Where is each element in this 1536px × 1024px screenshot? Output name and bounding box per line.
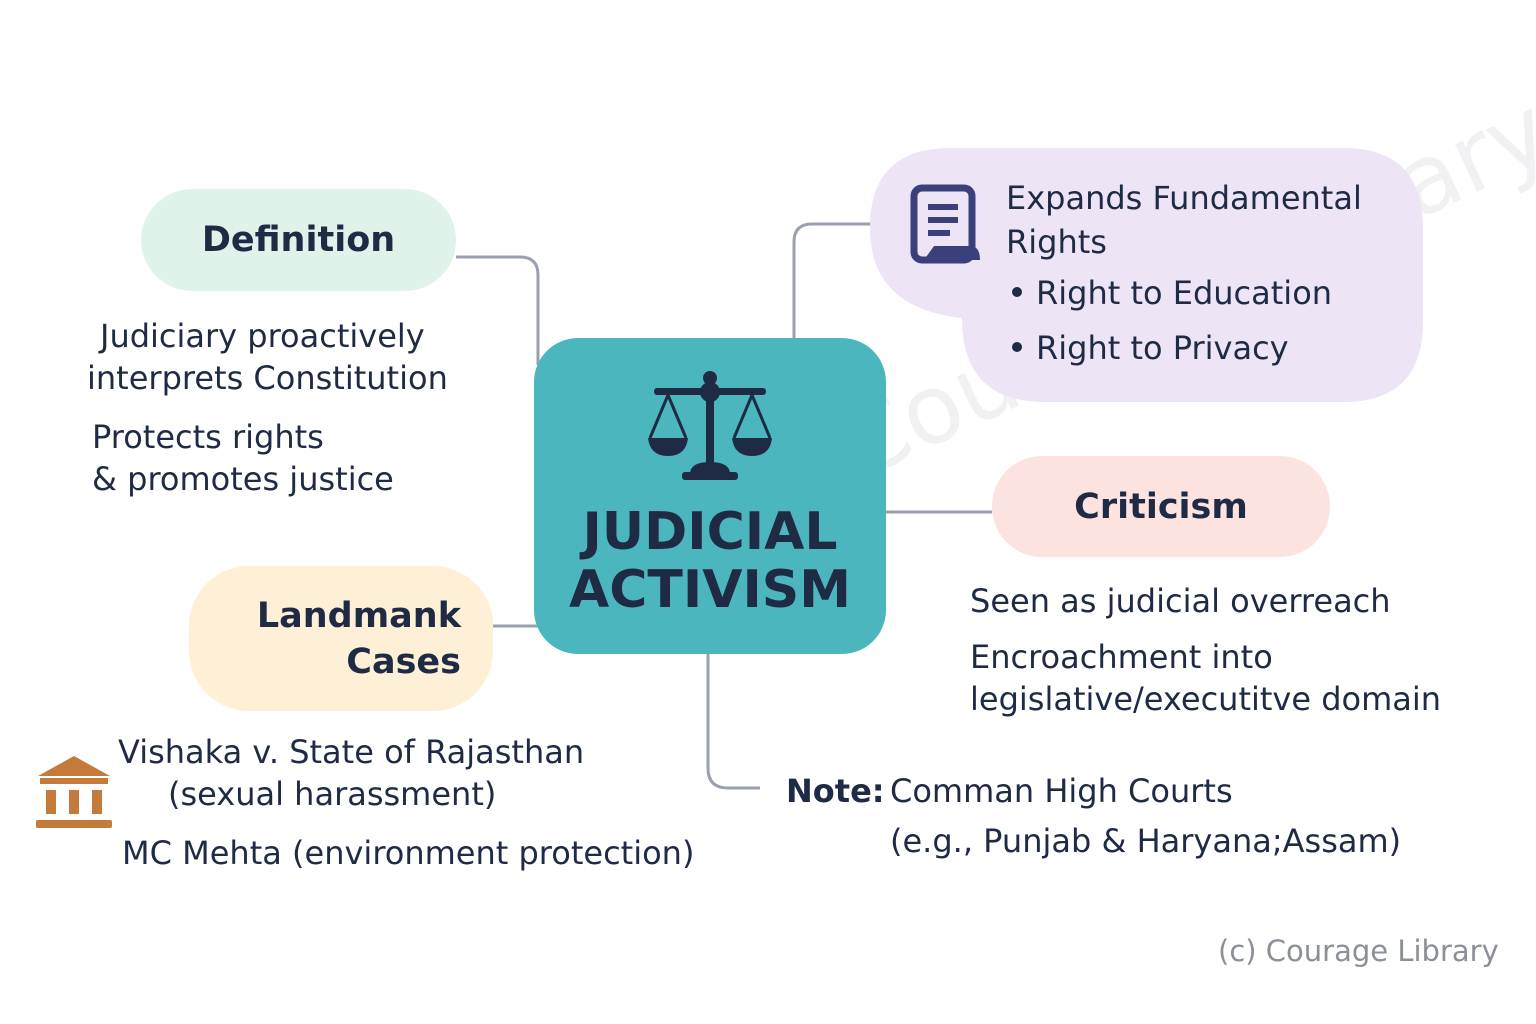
copyright: (c) Courage Library: [1218, 934, 1499, 968]
cases-pill: Landmank Cases: [189, 566, 493, 711]
definition-point2-line2: & promotes justice: [92, 460, 394, 498]
rights-bubble: Expands Fundamental Rights Right to Educ…: [870, 148, 1423, 402]
bullet-icon: [1012, 342, 1022, 352]
definition-point1-line2: interprets Constitution: [87, 359, 448, 397]
case1-line2: (sexual harassment): [168, 775, 497, 813]
courthouse-icon: [36, 754, 112, 834]
criticism-label: Criticism: [1074, 486, 1248, 527]
connector-definition: [456, 255, 540, 365]
bullet-icon: [1012, 287, 1022, 297]
cases-label-line2: Cases: [346, 641, 461, 682]
scales-of-justice-icon: [646, 370, 774, 486]
rights-title-line2: Rights: [1006, 223, 1107, 261]
criticism-pill: Criticism: [992, 456, 1330, 557]
center-title-line1: JUDICIAL: [582, 502, 838, 562]
rights-item-label: Right to Education: [1036, 274, 1333, 312]
definition-point2-line1: Protects rights: [92, 418, 324, 456]
criticism-point2-line1: Encroachment into: [970, 638, 1273, 676]
criticism-point1: Seen as judicial overreach: [970, 582, 1391, 620]
definition-point1-line1: Judiciary proactively: [100, 317, 425, 355]
rights-bubble-shape: [870, 148, 1423, 402]
cases-label-line1: Landmank: [256, 595, 461, 636]
criticism-point2-line2: legislative/executitve domain: [970, 680, 1442, 718]
definition-label: Definition: [201, 220, 396, 260]
rights-title-line1: Expands Fundamental: [1006, 179, 1362, 217]
note-line2: (e.g., Punjab & Haryana;Assam): [890, 822, 1402, 860]
document-icon: [910, 184, 984, 272]
rights-item: Right to Education: [1012, 274, 1332, 312]
connector-note: [706, 654, 760, 790]
case1-line1: Vishaka v. State of Rajasthan: [118, 733, 585, 771]
note-line1: Comman High Courts: [890, 772, 1233, 810]
rights-item-label: Right to Privacy: [1036, 329, 1289, 367]
case2: MC Mehta (environment protection): [122, 834, 695, 872]
rights-item: Right to Privacy: [1012, 329, 1289, 367]
rights-title: Expands Fundamental Rights: [1006, 176, 1406, 264]
connector-rights: [792, 222, 872, 338]
center-title-line2: ACTIVISM: [568, 560, 851, 620]
center-node: JUDICIAL ACTIVISM: [534, 338, 886, 654]
center-title: JUDICIAL ACTIVISM: [534, 503, 886, 619]
note-label: Note:: [786, 772, 885, 810]
definition-pill: Definition: [141, 189, 456, 291]
